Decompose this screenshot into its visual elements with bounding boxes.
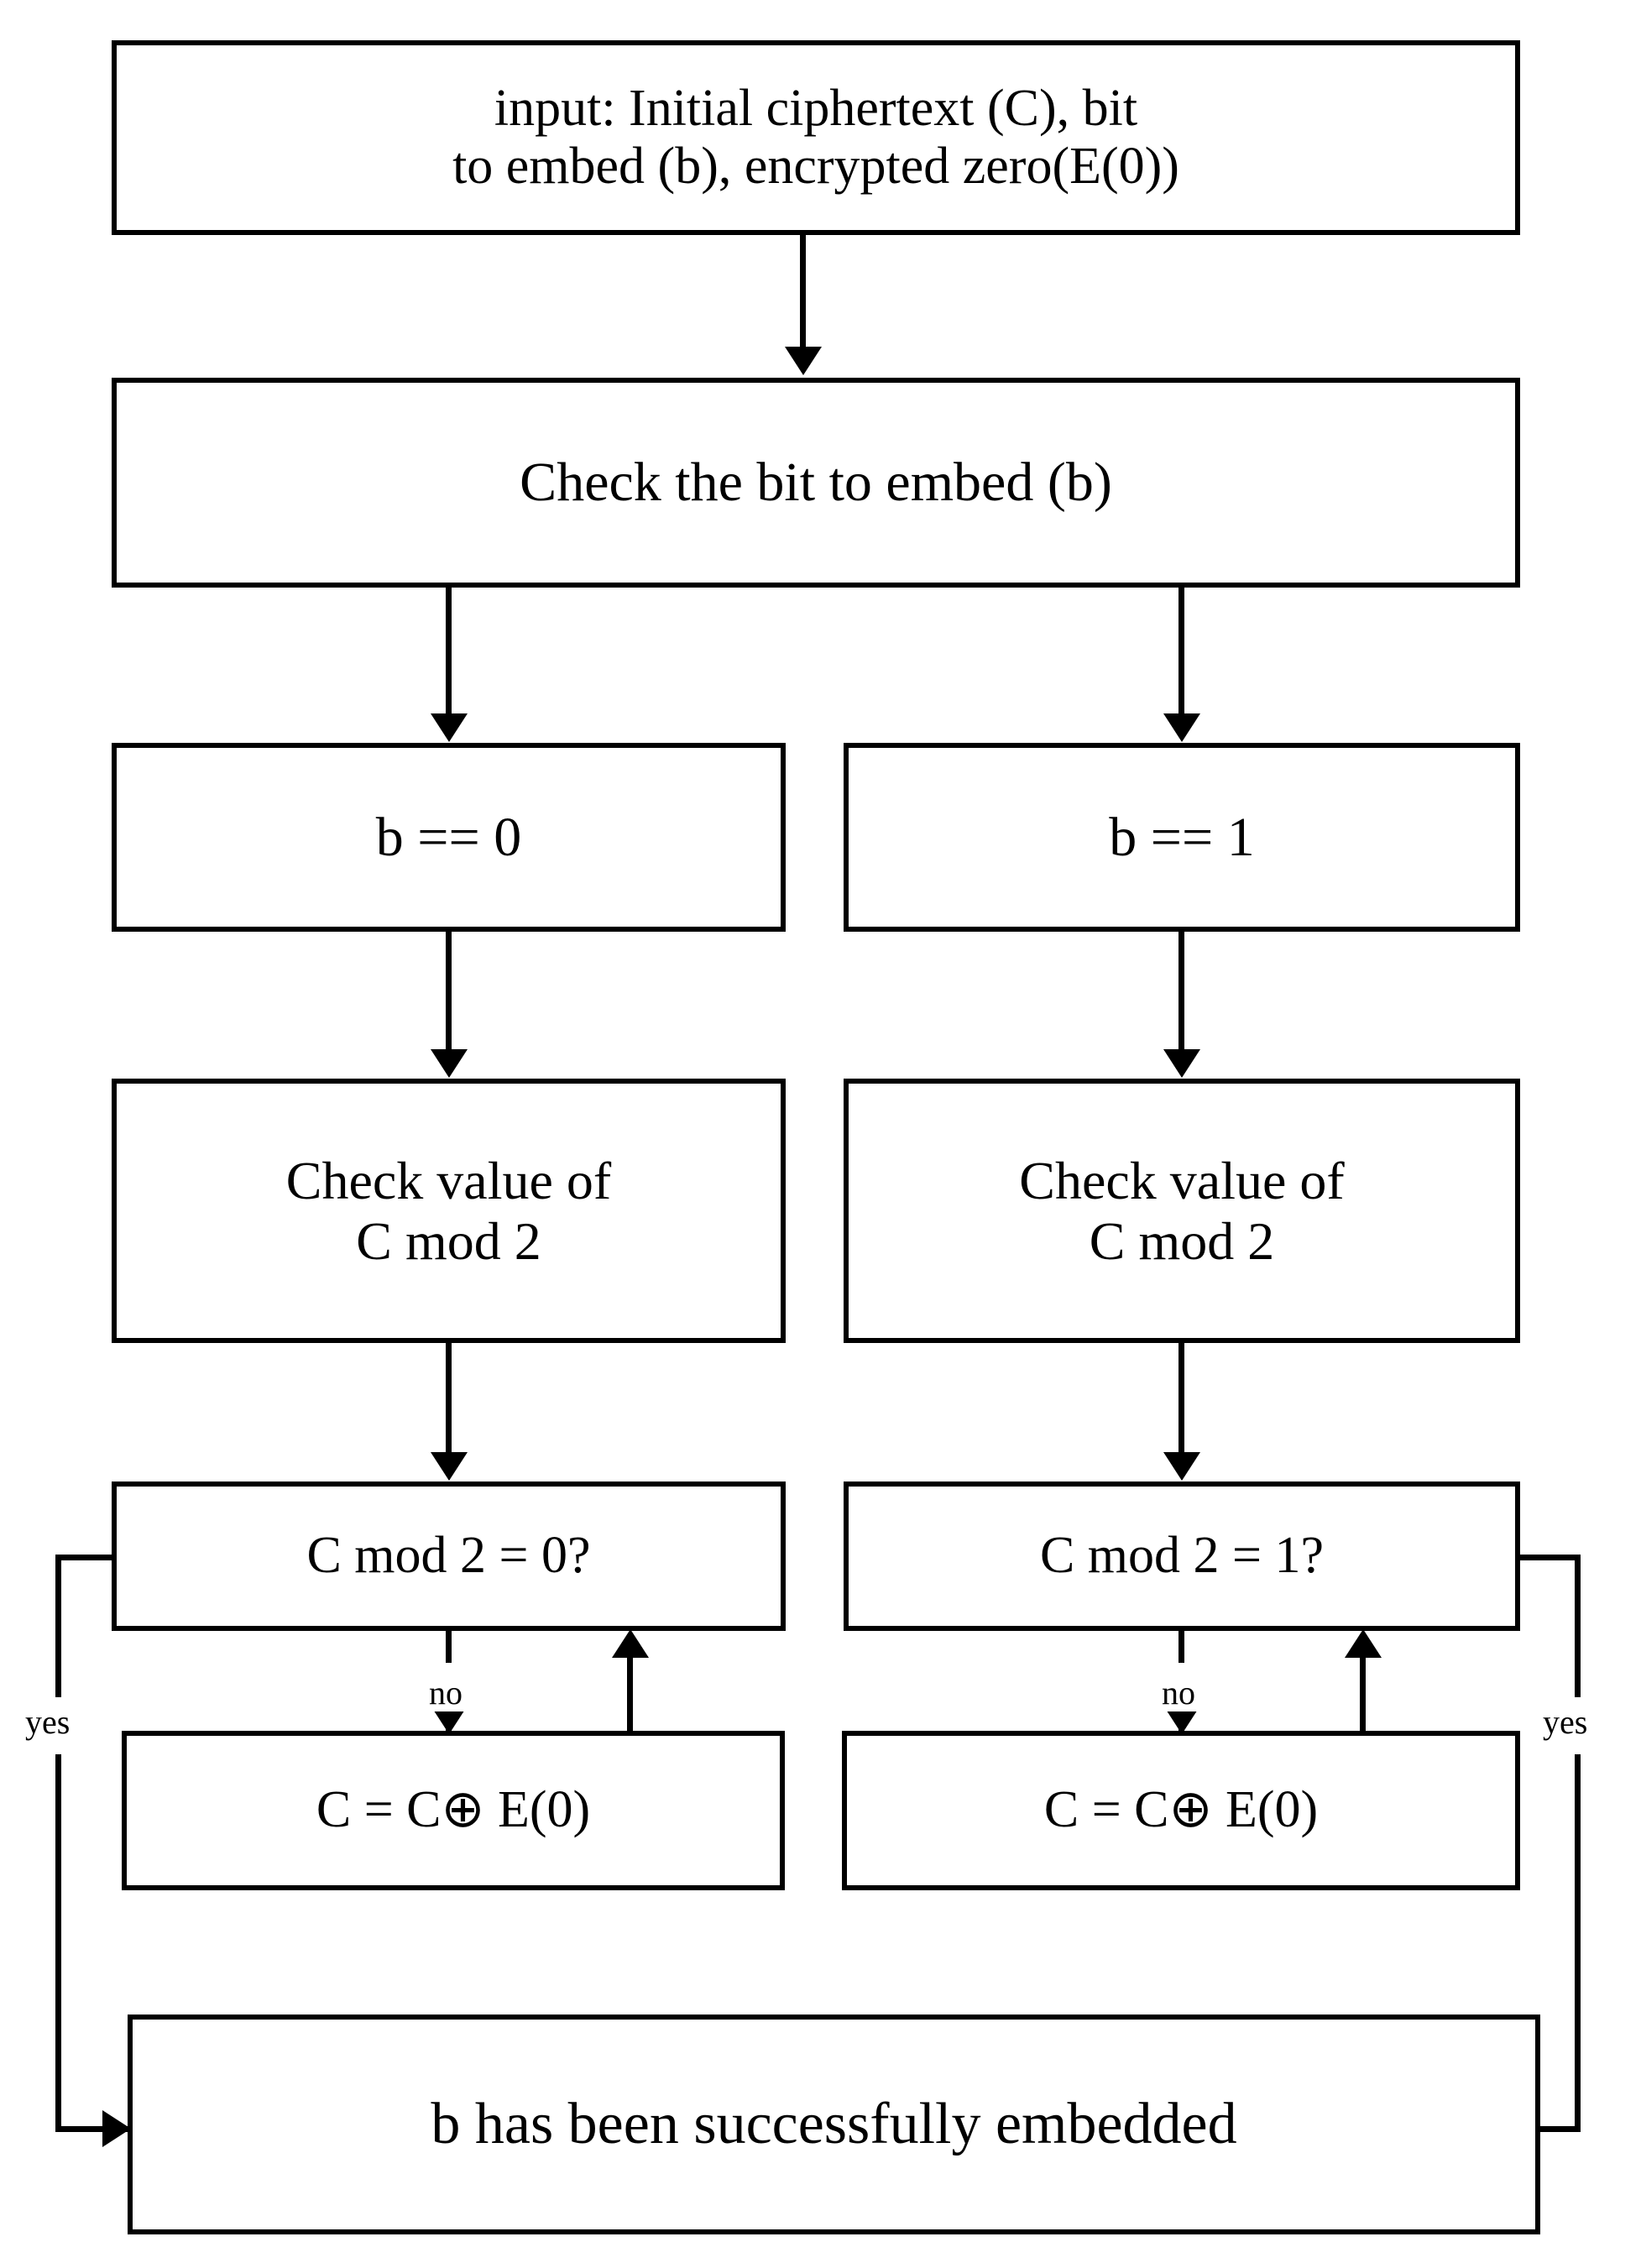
node-check-bit-label: Check the bit to embed (b) — [520, 452, 1112, 514]
connector-yes-right-top — [1515, 1555, 1581, 1560]
connector-yes-right-vert-lower — [1575, 1754, 1581, 2132]
connector-yes-right-bottom — [1528, 2126, 1581, 2132]
connector-yes-right-vert-upper — [1575, 1555, 1581, 1697]
node-input-label: input: Initial ciphertext (C), bit to em… — [452, 79, 1179, 195]
connector-no-right-upper — [1178, 1631, 1184, 1663]
connector-checkmod-to-decision-right — [1178, 1343, 1184, 1454]
node-decision-left: C mod 2 = 0? — [112, 1482, 786, 1631]
node-check-mod-left: Check value of C mod 2 — [112, 1079, 786, 1343]
connector-bone-to-checkmod — [1178, 932, 1184, 1051]
node-b-equals-zero-label: b == 0 — [375, 806, 522, 868]
edge-label-yes-left: yes — [20, 1704, 76, 1741]
connector-return-left — [627, 1658, 633, 1735]
connector-return-right — [1360, 1658, 1366, 1735]
node-decision-right: C mod 2 = 1? — [844, 1482, 1520, 1631]
edge-label-no-left: no — [424, 1675, 468, 1711]
arrowhead-return-right — [1345, 1629, 1382, 1658]
connector-yes-left-vert-upper — [55, 1555, 61, 1697]
connector-yes-left-vert-lower — [55, 1754, 61, 2132]
connector-yes-left-top — [55, 1555, 118, 1560]
node-final-label: b has been successfully embedded — [431, 2091, 1237, 2156]
connector-checkbit-to-bzero — [446, 588, 452, 715]
node-check-bit: Check the bit to embed (b) — [112, 378, 1520, 588]
node-check-mod-right-label: Check value of C mod 2 — [1019, 1150, 1345, 1271]
connector-bzero-to-checkmod — [446, 932, 452, 1051]
node-xor-right-label: C = C⊕ E(0) — [1043, 1781, 1319, 1839]
arrowhead-input-to-checkbit — [785, 347, 822, 375]
node-decision-right-label: C mod 2 = 1? — [1039, 1527, 1325, 1585]
connector-no-left-upper — [446, 1631, 452, 1663]
node-decision-left-label: C mod 2 = 0? — [306, 1527, 591, 1585]
arrowhead-yes-left — [102, 2110, 131, 2147]
node-xor-left: C = C⊕ E(0) — [122, 1731, 785, 1890]
node-xor-right: C = C⊕ E(0) — [842, 1731, 1520, 1890]
arrowhead-bone-to-checkmod — [1163, 1049, 1200, 1078]
arrowhead-return-left — [612, 1629, 649, 1658]
edge-label-no-right: no — [1157, 1675, 1200, 1711]
node-input: input: Initial ciphertext (C), bit to em… — [112, 40, 1520, 235]
node-final: b has been successfully embedded — [128, 2015, 1540, 2234]
arrowhead-checkmod-to-decision-right — [1163, 1452, 1200, 1481]
connector-checkbit-to-bone — [1178, 588, 1184, 715]
connector-input-to-checkbit — [800, 235, 806, 348]
node-check-mod-left-label: Check value of C mod 2 — [285, 1150, 612, 1271]
node-b-equals-zero: b == 0 — [112, 743, 786, 932]
node-check-mod-right: Check value of C mod 2 — [844, 1079, 1520, 1343]
connector-yes-left-bottom — [55, 2126, 136, 2132]
arrowhead-bzero-to-checkmod — [431, 1049, 468, 1078]
arrowhead-checkbit-to-bzero — [431, 713, 468, 742]
node-b-equals-one: b == 1 — [844, 743, 1520, 932]
node-b-equals-one-label: b == 1 — [1109, 806, 1255, 868]
arrowhead-checkmod-to-decision-left — [431, 1452, 468, 1481]
edge-label-yes-right: yes — [1538, 1704, 1593, 1741]
node-xor-left-label: C = C⊕ E(0) — [316, 1781, 591, 1839]
connector-checkmod-to-decision-left — [446, 1343, 452, 1454]
arrowhead-checkbit-to-bone — [1163, 713, 1200, 742]
